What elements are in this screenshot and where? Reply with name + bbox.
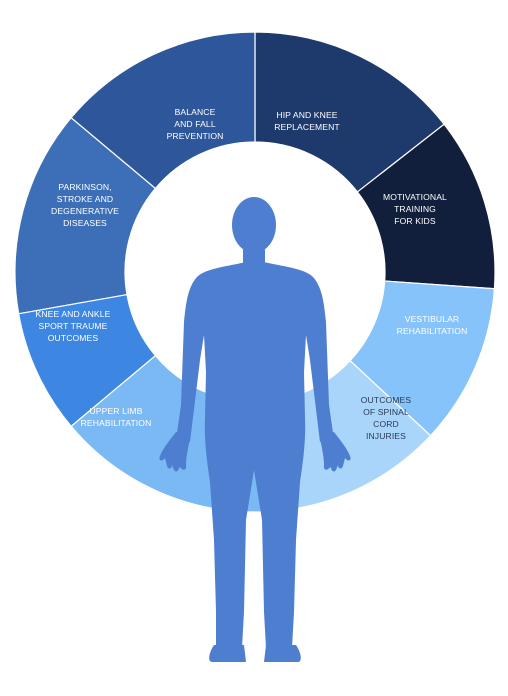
left-hand [159, 432, 190, 472]
segment-label-line: REHABILITATION [81, 418, 152, 428]
segment-balance [70, 31, 256, 190]
segment-label-line: AND FALL [174, 119, 216, 129]
segment-label-line: VESTIBULAR [405, 314, 460, 324]
left-foot [209, 645, 246, 662]
segment-label-upper-limb: UPPER LIMB REHABILITATION [81, 406, 152, 428]
segment-label-line: MOTIVATIONAL [383, 192, 447, 202]
segment-label-line: STROKE AND [57, 194, 113, 204]
right-hand [320, 432, 351, 472]
segment-label-hip-knee: HIP AND KNEE REPLACEMENT [274, 110, 340, 132]
segment-label-line: INJURIES [366, 431, 406, 441]
segment-label-line: PREVENTION [167, 131, 224, 141]
segment-label-line: CORD [373, 419, 399, 429]
segment-labels: HIP AND KNEE REPLACEMENT MOTIVATIONAL TRAIN… [36, 107, 468, 441]
segment-label-line: TRAINING [394, 204, 436, 214]
segment-label-parkinson: PARKINSON, STROKE AND DEGENERATIVE DISEASES [51, 182, 119, 228]
segment-label-line: DEGENERATIVE [51, 206, 119, 216]
segment-label-line: PARKINSON, [58, 182, 111, 192]
segment-label-line: KNEE AND ANKLE [36, 309, 111, 319]
torso-and-limbs [176, 262, 334, 648]
segment-label-line: DISEASES [63, 218, 107, 228]
segment-label-spinal: OUTCOMES OF SPINAL CORD INJURIES [361, 395, 412, 441]
segment-label-line: UPPER LIMB [89, 406, 142, 416]
segment-label-line: BALANCE [175, 107, 216, 117]
right-foot [264, 645, 301, 662]
segment-label-line: OUTCOMES [361, 395, 412, 405]
human-figure [159, 197, 351, 662]
segment-label-line: OF SPINAL [363, 407, 409, 417]
segment-label-motivational: MOTIVATIONAL TRAINING FOR KIDS [383, 192, 447, 226]
segment-label-line: REPLACEMENT [274, 122, 340, 132]
head [232, 197, 276, 253]
segment-label-line: OUTCOMES [48, 333, 99, 343]
segment-label-line: REHABILITATION [397, 326, 468, 336]
segment-label-balance: BALANCE AND FALL PREVENTION [167, 107, 224, 141]
segment-label-line: HIP AND KNEE [276, 110, 337, 120]
segment-label-knee-ankle: KNEE AND ANKLE SPORT TRAUME OUTCOMES [36, 309, 111, 343]
segment-label-line: SPORT TRAUME [38, 321, 107, 331]
segment-label-line: FOR KIDS [394, 216, 436, 226]
segment-label-vestibular: VESTIBULAR REHABILITATION [397, 314, 468, 336]
segment-parkinson [14, 116, 157, 315]
segment-ring [14, 31, 496, 513]
